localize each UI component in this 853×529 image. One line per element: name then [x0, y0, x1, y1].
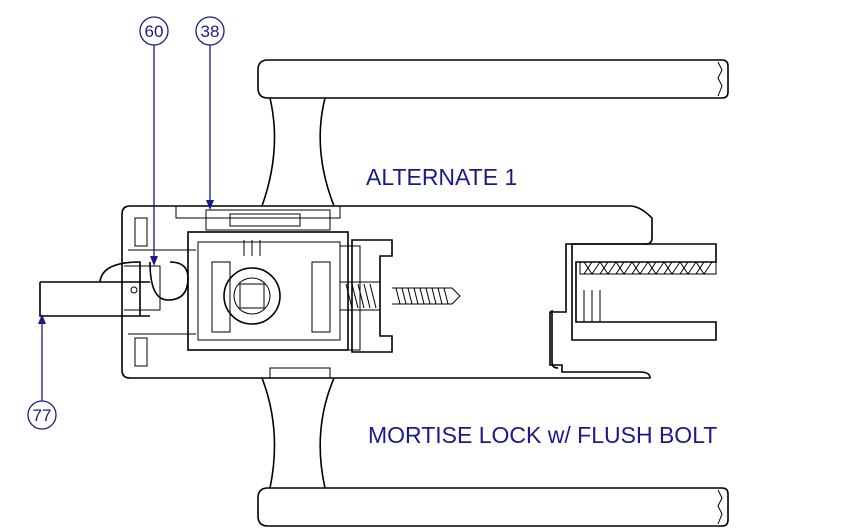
- lock-case: [187, 209, 361, 351]
- glazing-frame: [551, 243, 717, 369]
- subtitle-label: MORTISE LOCK w/ FLUSH BOLT: [368, 422, 717, 448]
- arrowhead-77: [38, 314, 46, 324]
- callout-60: 60: [139, 16, 169, 46]
- arrowhead-60: [150, 256, 158, 266]
- callout-77: 77: [27, 400, 57, 430]
- callout-38: 38: [195, 16, 225, 46]
- title-label: ALTERNATE 1: [366, 164, 517, 190]
- faceplate: [340, 239, 393, 353]
- callout-60-text: 60: [145, 22, 164, 41]
- arrowhead-38: [206, 200, 214, 210]
- flush-bolt-lever: [39, 261, 189, 317]
- mounting-screw: [392, 287, 461, 305]
- door-stile-section: [121, 205, 653, 379]
- lower-lever-handle: [257, 377, 729, 527]
- callout-77-text: 77: [33, 406, 52, 425]
- upper-lever-handle: [257, 59, 729, 207]
- callout-38-text: 38: [201, 22, 220, 41]
